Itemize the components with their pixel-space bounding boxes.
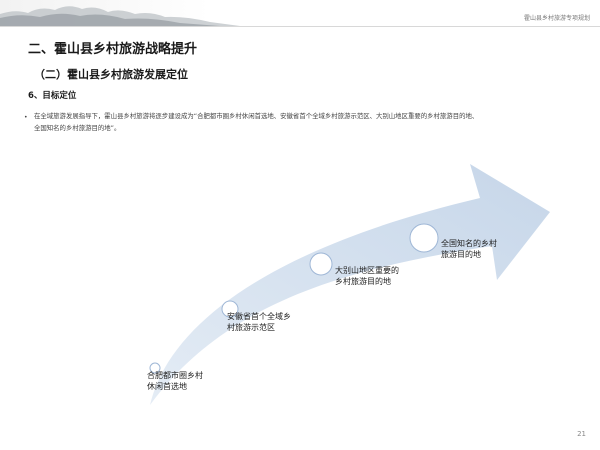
- point-title: 6、目标定位: [28, 91, 77, 101]
- milestone-2-label: 安徽省首个全域乡 村旅游示范区: [227, 311, 291, 333]
- bullet-marker: •: [24, 114, 28, 121]
- milestone-3-line2: 乡村旅游目的地: [335, 277, 391, 286]
- page-number: 21: [577, 430, 586, 438]
- milestone-4-line2: 旅游目的地: [441, 250, 481, 259]
- body-paragraph: 在全域旅游发展指导下，霍山县乡村旅游将逐步建设成为“合肥都市圈乡村休闲首选地、安…: [34, 112, 479, 132]
- section-title: 二、霍山县乡村旅游战略提升: [28, 42, 198, 57]
- milestone-4-circle: [409, 223, 439, 253]
- header-divider: [0, 26, 600, 27]
- milestone-1-label: 合肥都市圈乡村 休闲首选地: [147, 370, 203, 392]
- milestone-3-circle: [309, 252, 333, 276]
- milestone-1-line1: 合肥都市圈乡村: [147, 371, 203, 380]
- milestone-3-line1: 大别山地区重要的: [335, 266, 399, 275]
- mountain-landscape-image: [0, 6, 240, 26]
- milestone-1-circle: [149, 362, 161, 374]
- growth-arrow-shape: [150, 164, 550, 405]
- milestone-1-line2: 休闲首选地: [147, 382, 187, 391]
- milestone-2-line2: 村旅游示范区: [227, 323, 275, 332]
- document-title: 霍山县乡村旅游专项规划: [523, 15, 590, 22]
- milestone-2-line1: 安徽省首个全域乡: [227, 312, 291, 321]
- milestone-4-label: 全国知名的乡村 旅游目的地: [441, 238, 497, 260]
- milestone-2-circle: [221, 300, 239, 318]
- milestone-4-line1: 全国知名的乡村: [441, 239, 497, 248]
- milestone-3-label: 大别山地区重要的 乡村旅游目的地: [335, 265, 399, 287]
- subsection-title: （二）霍山县乡村旅游发展定位: [34, 68, 188, 81]
